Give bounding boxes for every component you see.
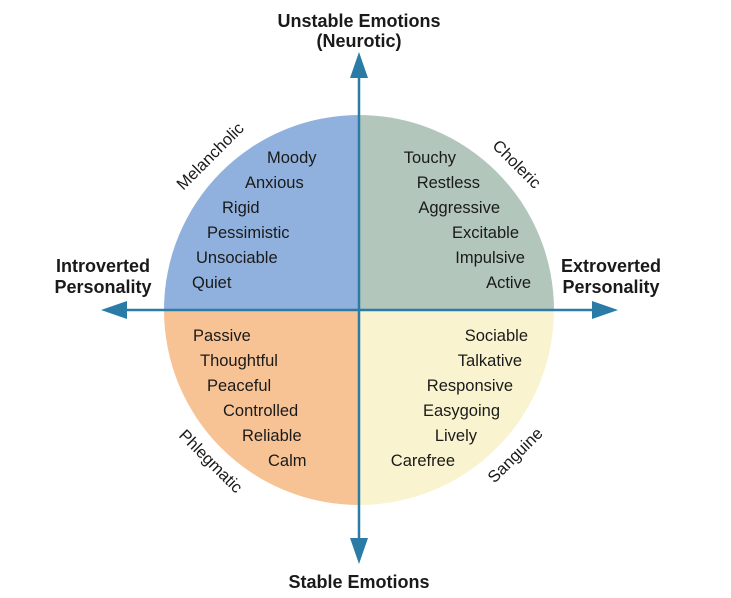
up-arrowhead-icon — [350, 52, 368, 78]
axes — [101, 52, 618, 564]
quadrant-choleric — [359, 115, 554, 310]
trait-item: Anxious — [245, 174, 304, 192]
traits-phlegmatic: Passive Thoughtful Peaceful Controlled R… — [193, 327, 307, 470]
left-axis-label-line2: Personality — [54, 277, 151, 297]
axis-labels: Unstable Emotions (Neurotic) Stable Emot… — [54, 11, 661, 592]
trait-item: Reliable — [242, 427, 302, 445]
trait-item: Thoughtful — [200, 352, 278, 370]
quadrant-sanguine — [359, 310, 554, 505]
right-axis-label-line2: Personality — [562, 277, 659, 297]
trait-item: Lively — [435, 427, 478, 445]
trait-item: Easygoing — [423, 402, 500, 420]
traits-melancholic: Moody Anxious Rigid Pessimistic Unsociab… — [192, 149, 317, 292]
trait-item: Responsive — [427, 377, 513, 395]
trait-item: Controlled — [223, 402, 298, 420]
left-arrowhead-icon — [101, 301, 127, 319]
quadrant-melancholic — [164, 115, 359, 310]
trait-item: Restless — [417, 174, 480, 192]
trait-item: Moody — [267, 149, 317, 167]
trait-item: Carefree — [391, 452, 455, 470]
right-axis-label-line1: Extroverted — [561, 256, 661, 276]
bottom-axis-label: Stable Emotions — [288, 572, 429, 592]
traits-choleric: Touchy Restless Aggressive Excitable Imp… — [404, 149, 531, 292]
trait-item: Unsociable — [196, 249, 278, 267]
trait-item: Peaceful — [207, 377, 271, 395]
trait-item: Impulsive — [455, 249, 525, 267]
down-arrowhead-icon — [350, 538, 368, 564]
trait-item: Talkative — [458, 352, 522, 370]
right-arrowhead-icon — [592, 301, 618, 319]
top-axis-label-line2: (Neurotic) — [317, 31, 402, 51]
top-axis-label-line1: Unstable Emotions — [277, 11, 440, 31]
trait-item: Passive — [193, 327, 251, 345]
trait-item: Rigid — [222, 199, 260, 217]
trait-item: Aggressive — [418, 199, 500, 217]
trait-item: Excitable — [452, 224, 519, 242]
trait-item: Calm — [268, 452, 307, 470]
trait-item: Touchy — [404, 149, 457, 167]
trait-item: Sociable — [465, 327, 528, 345]
trait-item: Pessimistic — [207, 224, 290, 242]
trait-item: Active — [486, 274, 531, 292]
left-axis-label-line1: Introverted — [56, 256, 150, 276]
traits-sanguine: Sociable Talkative Responsive Easygoing … — [391, 327, 528, 470]
trait-item: Quiet — [192, 274, 232, 292]
circle-quadrants — [164, 115, 554, 505]
quadrant-phlegmatic — [164, 310, 359, 505]
